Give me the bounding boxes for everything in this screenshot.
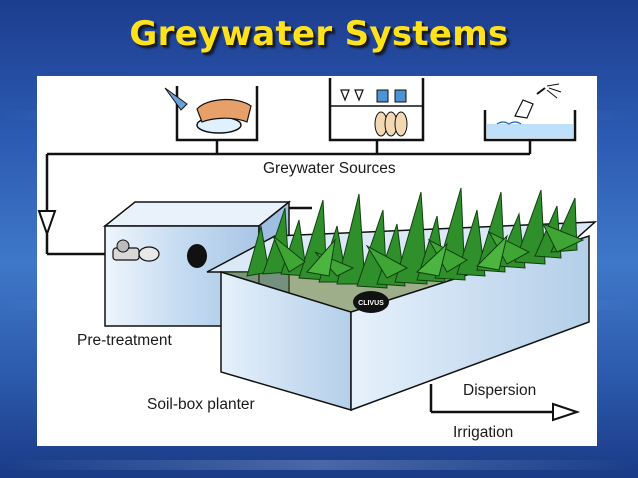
bath-shower-icon xyxy=(487,83,573,138)
greywater-diagram: CLIVUS xyxy=(37,76,597,446)
clivus-badge xyxy=(353,291,389,313)
outlet-flow xyxy=(429,384,581,422)
background-streak xyxy=(0,460,638,470)
washing-basin-icon xyxy=(164,87,252,134)
source-bath-box xyxy=(483,83,577,142)
flow-arrow-right xyxy=(552,402,581,422)
label-pretreatment: Pre-treatment xyxy=(77,332,172,349)
source-basin-box xyxy=(164,86,259,142)
dishes-icon xyxy=(340,89,408,137)
plant-foliage xyxy=(246,187,585,289)
source-dishes-box xyxy=(328,78,425,142)
brand-text: CLIVUS xyxy=(358,300,384,307)
label-irrigation: Irrigation xyxy=(453,424,514,441)
label-dispersion: Dispersion xyxy=(463,382,537,399)
label-soil-box-planter: Soil-box planter xyxy=(147,396,255,413)
collector-pipe xyxy=(37,140,532,256)
slide-title: Greywater Systems xyxy=(129,14,509,54)
diagram-canvas: CLIVUS xyxy=(37,78,597,422)
inlet-valve-icon xyxy=(112,239,160,262)
label-greywater-sources: Greywater Sources xyxy=(263,160,396,177)
clivus-badge-small xyxy=(187,244,207,268)
flow-arrow-down xyxy=(37,210,57,238)
